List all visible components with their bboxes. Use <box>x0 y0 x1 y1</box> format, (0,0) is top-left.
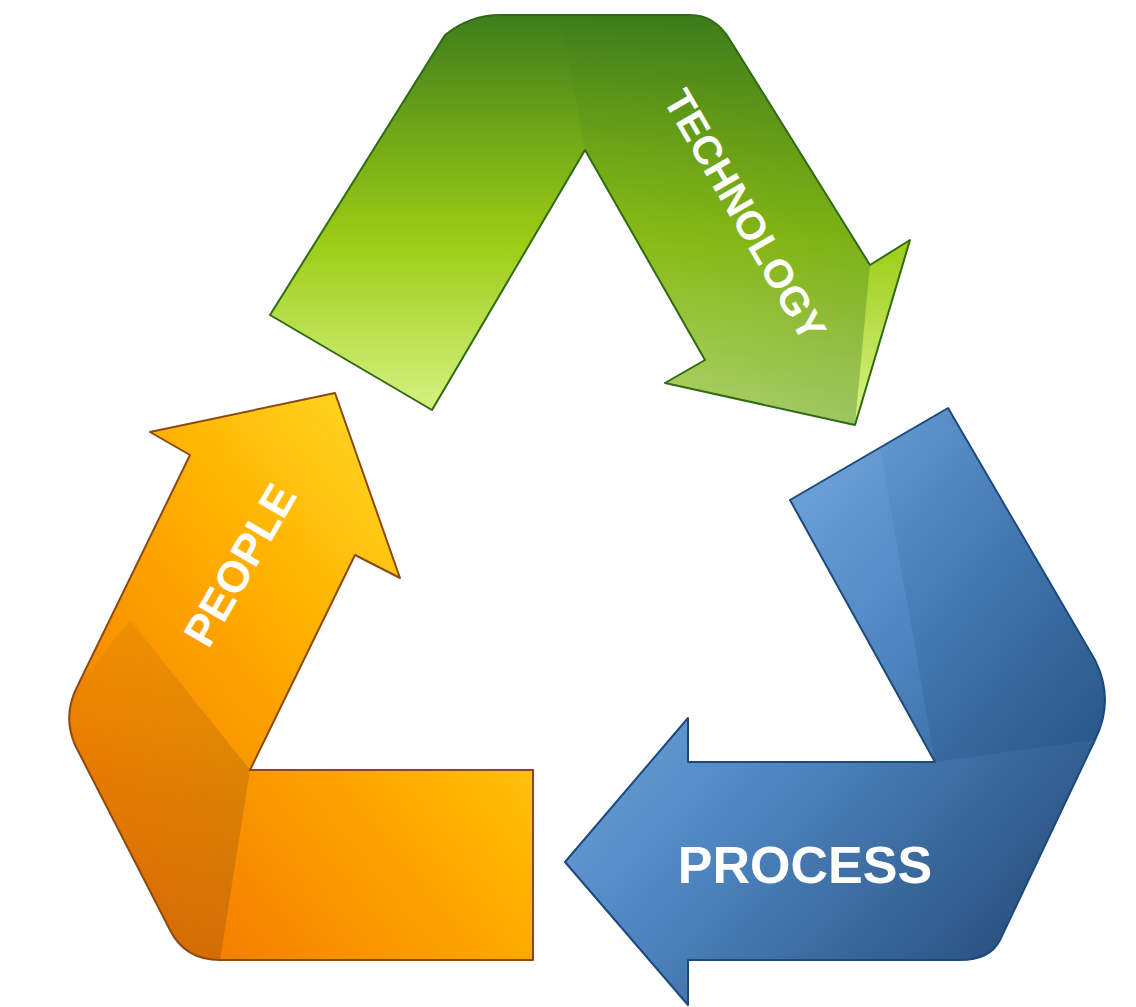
arrow-shape <box>558 400 1118 1007</box>
arrow-body <box>270 15 910 425</box>
arrow-fold-shade <box>69 620 250 960</box>
technology-arrow: TECHNOLOGY <box>262 10 917 432</box>
process-arrow: PROCESS <box>558 400 1118 1007</box>
people-arrow: PEOPLE <box>60 385 540 965</box>
arrow-label: PROCESS <box>678 839 932 891</box>
arrow-shape <box>262 10 917 432</box>
arrow-shape <box>60 385 540 965</box>
arrow-body <box>69 393 533 960</box>
arrow-fold-shade <box>560 15 870 425</box>
arrow-body <box>565 408 1105 1005</box>
arrow-fold-shade <box>880 408 1105 762</box>
